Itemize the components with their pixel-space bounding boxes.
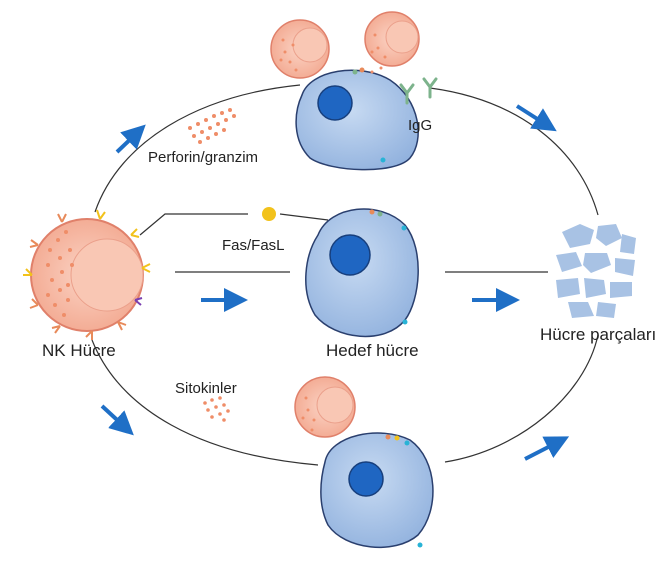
- cell-debris: [556, 224, 636, 318]
- nk-granules: [46, 230, 74, 317]
- arrow-top-left: [115, 124, 146, 154]
- arrow-bottom-right: [524, 436, 570, 461]
- fas-connector-line: [139, 213, 248, 236]
- nk-receptors: [23, 209, 151, 340]
- nk-cell: [23, 209, 151, 340]
- pathway-lines: [91, 84, 599, 466]
- bottom-arc-right: [444, 334, 599, 463]
- perforin-granules: [188, 108, 236, 144]
- cytokines-label: Sitokinler: [175, 380, 237, 397]
- target-cell-middle: [305, 208, 419, 338]
- fas-label: Fas/FasL: [222, 237, 285, 254]
- cytokine-particles: [203, 396, 230, 422]
- target-cell-label: Hedef hücre: [326, 341, 419, 360]
- target-cell-bottom: [320, 432, 434, 548]
- nk-cell-label: NK Hücre: [42, 341, 116, 360]
- debris-label: Hücre parçaları: [540, 325, 656, 344]
- fas-connector-line-right: [279, 213, 329, 221]
- igg-label: IgG: [408, 117, 432, 134]
- nk-cell-top-left: [270, 19, 330, 79]
- igg-antibodies: [399, 77, 438, 105]
- nk-cell-top-right: [364, 11, 420, 74]
- top-arc-left: [94, 84, 301, 213]
- arrow-bottom-left: [100, 404, 134, 436]
- fas-fasl-symbol: [252, 204, 276, 224]
- bottom-arc-left: [91, 339, 319, 466]
- target-cell-top: [295, 67, 419, 171]
- arrow-top-right: [515, 104, 557, 132]
- nk-cell-bottom: [294, 376, 356, 438]
- flow-arrows: [100, 104, 570, 461]
- top-arc-right: [429, 87, 599, 216]
- perforin-label: Perforin/granzim: [148, 149, 258, 166]
